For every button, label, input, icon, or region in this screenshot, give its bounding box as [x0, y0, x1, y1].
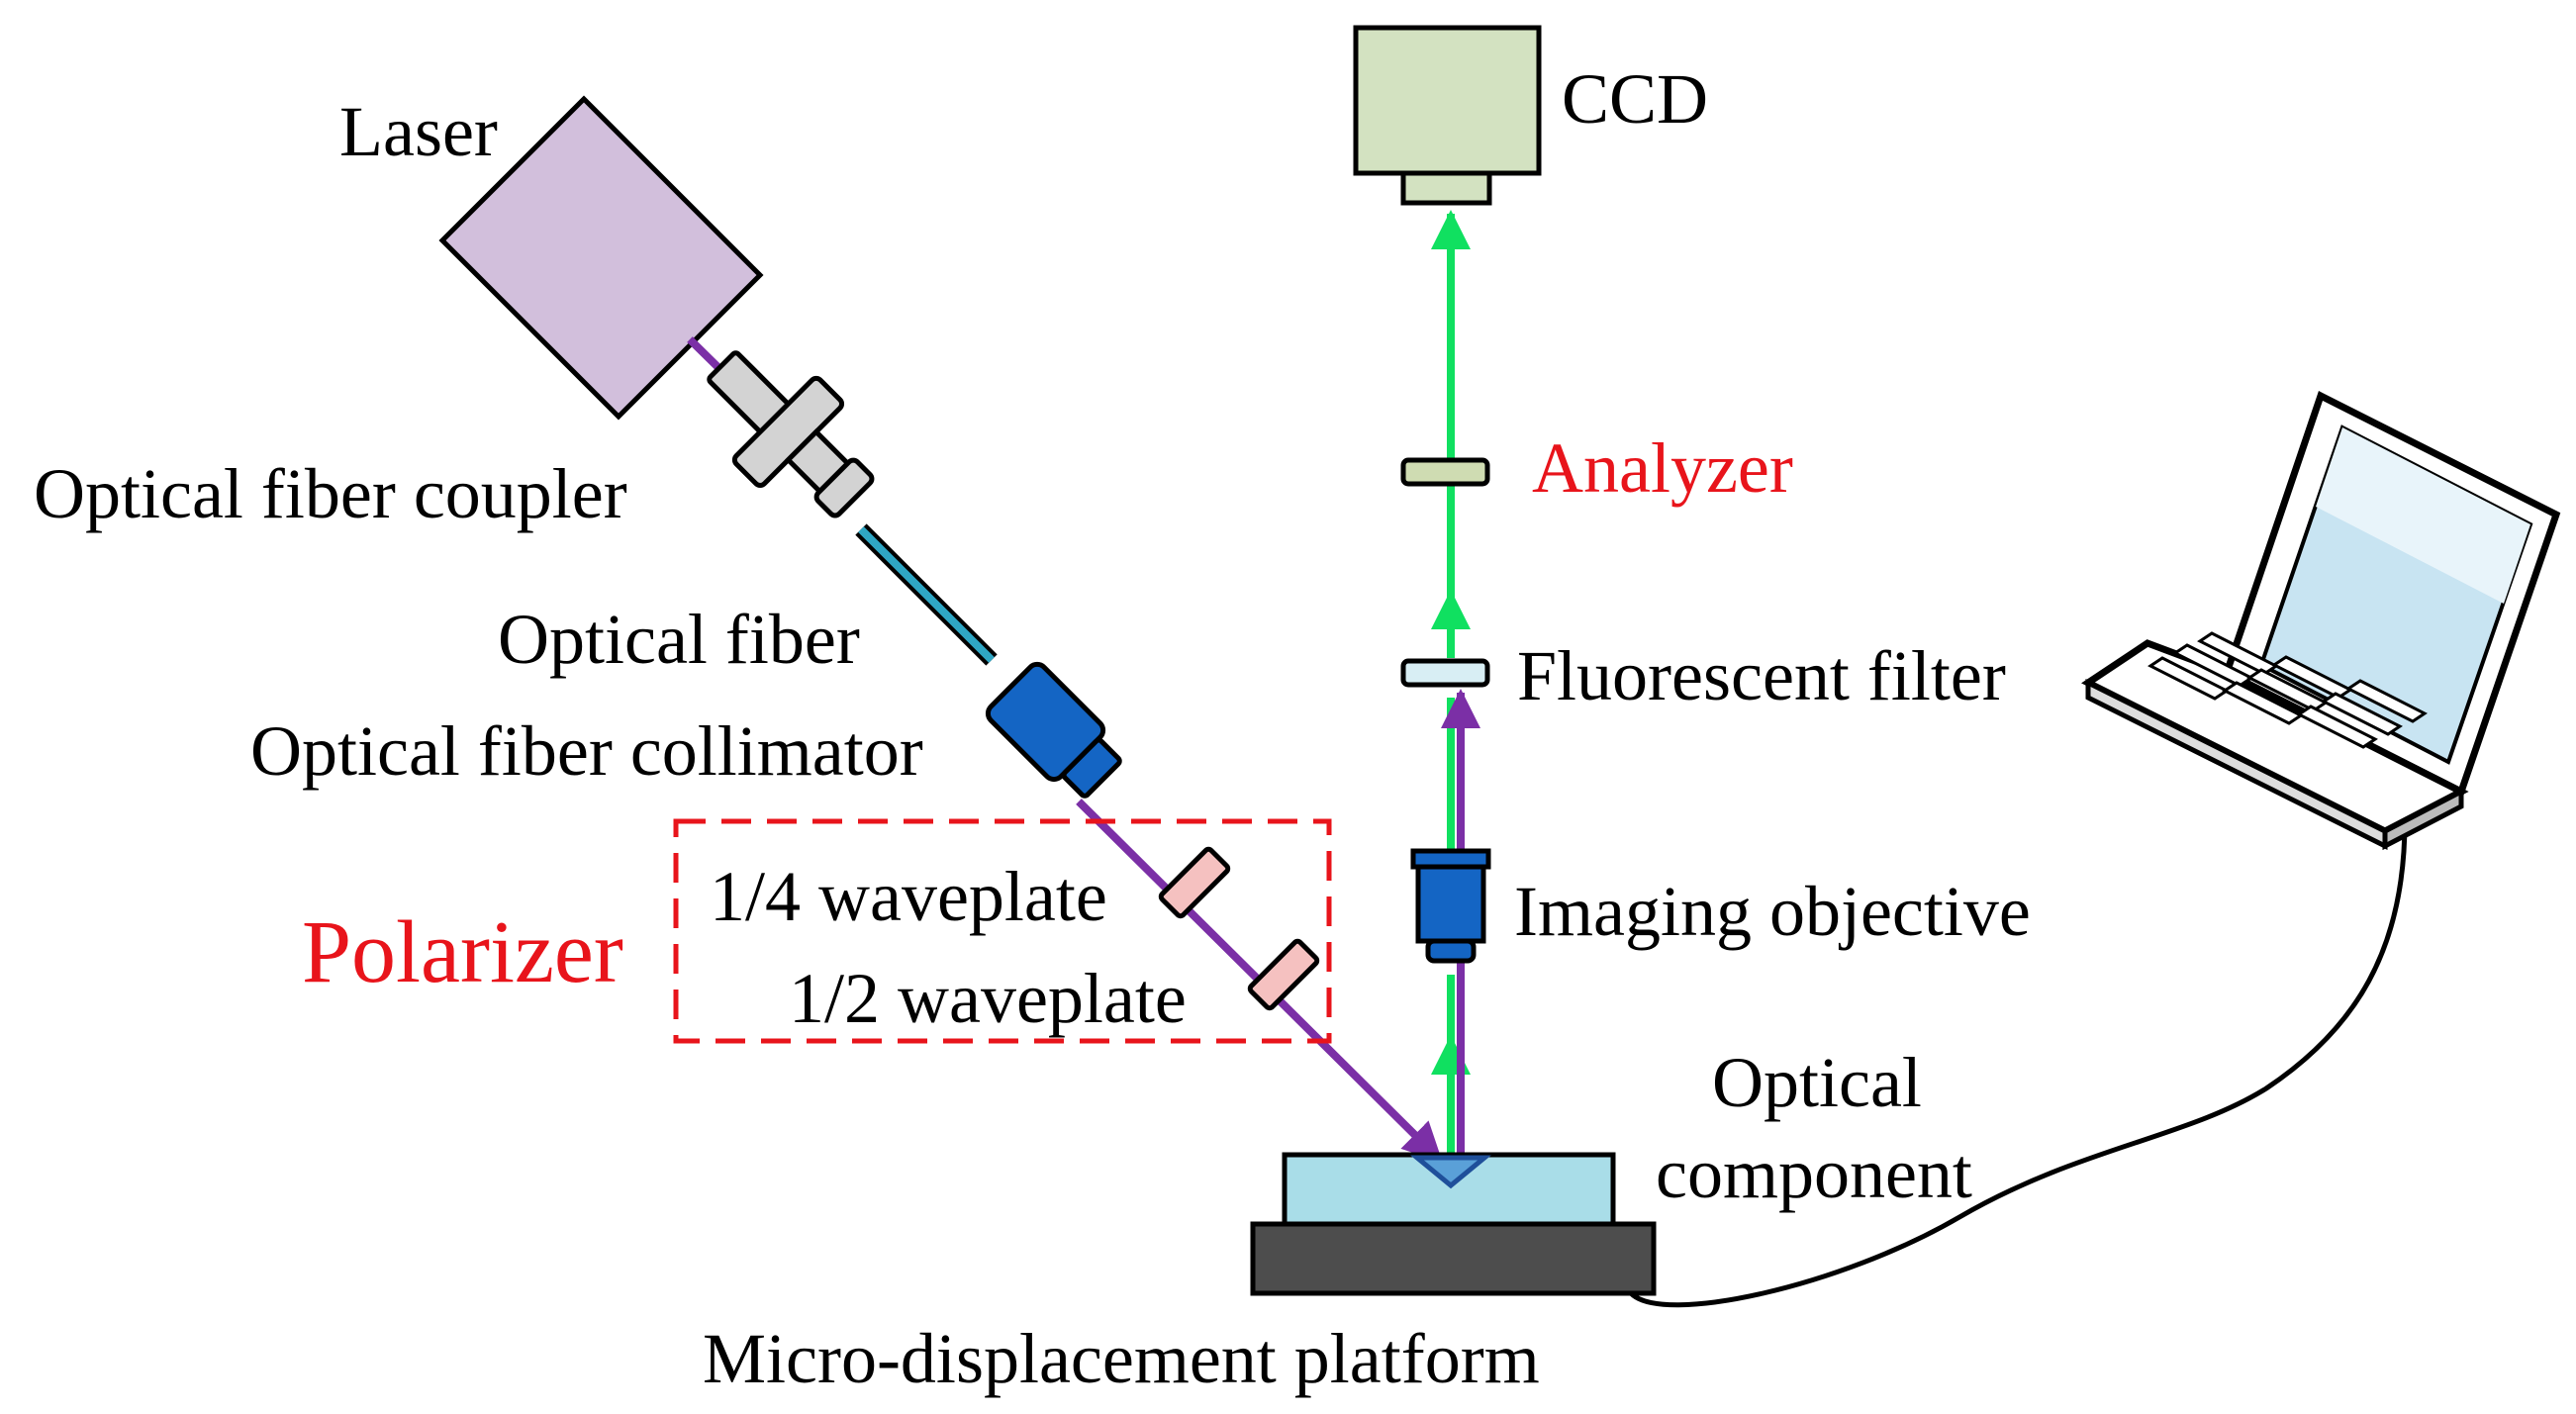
- label-laser: Laser: [339, 92, 498, 171]
- optical-fiber-coupler: [707, 350, 875, 518]
- label-analyzer: Analyzer: [1532, 428, 1793, 508]
- ccd-camera: [1353, 25, 1542, 206]
- quarter-waveplate: [1158, 846, 1231, 919]
- label-quarter-waveplate: 1/4 waveplate: [710, 857, 1107, 936]
- label-optical-component-line1: Optical: [1712, 1043, 1922, 1122]
- analyzer-element: [1400, 457, 1490, 487]
- label-polarizer: Polarizer: [302, 903, 623, 1001]
- half-waveplate: [1247, 938, 1320, 1011]
- imaging-objective: [1410, 848, 1491, 964]
- laptop-computer: [2081, 391, 2561, 851]
- label-fluorescent-filter: Fluorescent filter: [1517, 636, 2006, 715]
- label-imaging-objective: Imaging objective: [1514, 872, 2031, 951]
- label-optical-component-line2: component: [1656, 1134, 1972, 1213]
- label-optical-fiber-collimator: Optical fiber collimator: [250, 711, 923, 791]
- optical-fiber: [855, 523, 998, 666]
- label-optical-fiber-coupler: Optical fiber coupler: [34, 454, 627, 533]
- label-half-waveplate: 1/2 waveplate: [789, 959, 1187, 1038]
- label-optical-fiber: Optical fiber: [498, 600, 860, 679]
- label-micro-displacement-platform: Micro-displacement platform: [703, 1319, 1540, 1398]
- micro-displacement-platform: [1250, 1221, 1657, 1296]
- control-cable: [1629, 820, 2408, 1308]
- optical-fiber-collimator: [985, 661, 1122, 799]
- label-ccd: CCD: [1562, 59, 1708, 139]
- sample-focus-triangle: [1410, 1155, 1491, 1189]
- fluorescent-filter-element: [1400, 658, 1490, 688]
- polarizer-box: [673, 818, 1332, 1044]
- laser-source: [438, 95, 764, 421]
